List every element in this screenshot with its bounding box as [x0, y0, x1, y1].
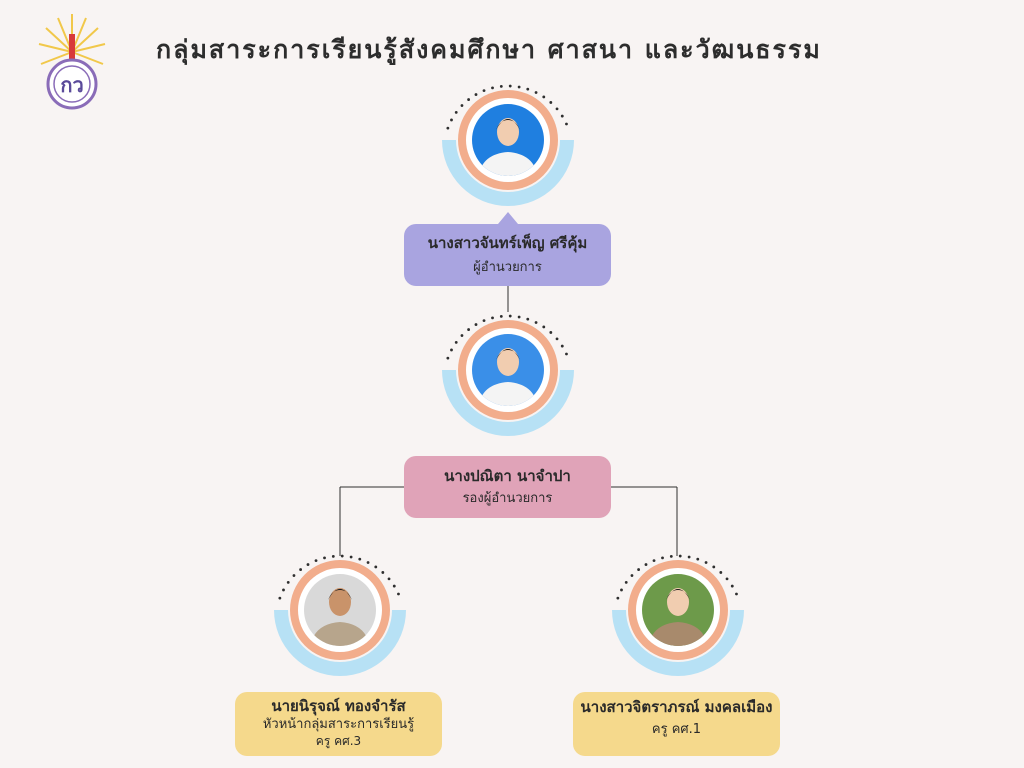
avatar-deputy	[440, 312, 576, 448]
avatar-head	[272, 552, 408, 688]
avatar-director	[440, 82, 576, 218]
card-notch	[497, 212, 518, 224]
director-role: ผู้อำนวยการ	[473, 260, 542, 275]
director-name: นางสาวจันทร์เพ็ญ ศรีคุ้ม	[427, 234, 588, 252]
logo-text: กว	[60, 73, 83, 97]
deputy-name: นางปณิตา นาจำปา	[444, 467, 571, 485]
card-director: นางสาวจันทร์เพ็ญ ศรีคุ้ม ผู้อำนวยการ	[404, 212, 611, 286]
page-title: กลุ่มสาระการเรียนรู้สังคมศึกษา ศาสนา และ…	[156, 35, 822, 64]
card-head: นายนิรุจณ์ ทองจำรัส หัวหน้ากลุ่มสาระการเ…	[235, 692, 442, 756]
school-emblem-icon: กว	[36, 12, 108, 112]
teacher-name: นางสาวจิตราภรณ์ มงคลเมือง	[580, 698, 773, 716]
head-sub: ครู คศ.3	[315, 734, 362, 748]
card-deputy: นางปณิตา นาจำปา รองผู้อำนวยการ	[404, 456, 611, 518]
head-role: หัวหน้ากลุ่มสาระการเรียนรู้	[262, 717, 415, 732]
card-teacher: นางสาวจิตราภรณ์ มงคลเมือง ครู คศ.1	[573, 692, 780, 756]
teacher-role: ครู คศ.1	[651, 722, 702, 737]
head-name: นายนิรุจณ์ ทองจำรัส	[271, 697, 406, 715]
deputy-role: รองผู้อำนวยการ	[462, 491, 553, 506]
avatar-teacher	[610, 552, 746, 688]
